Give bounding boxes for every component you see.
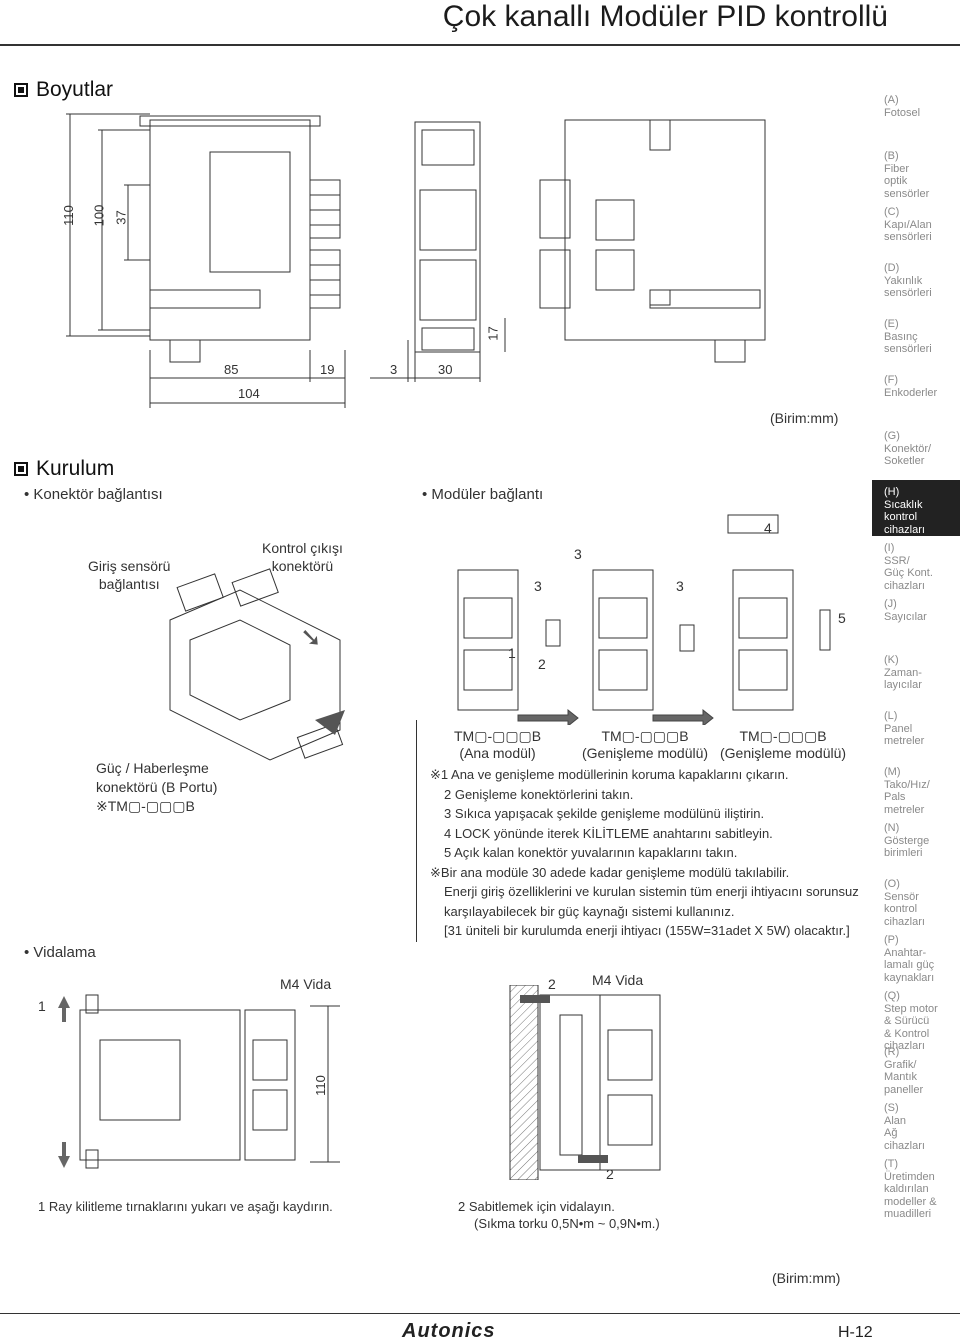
- connector-drawing: [150, 560, 345, 780]
- note-line: Enerji giriş özelliklerini ve kurulan si…: [444, 884, 859, 899]
- sidebar-item[interactable]: (F) Enkoderler: [884, 374, 938, 399]
- note-line: 3 Sıkıca yapışacak şekilde genişleme mod…: [444, 806, 765, 821]
- sidebar-item[interactable]: (D) Yakınlık sensörleri: [884, 262, 932, 299]
- fixing-note-left: 1 Ray kilitleme tırnaklarını yukarı ve a…: [38, 1199, 333, 1214]
- dim-37: 37: [113, 210, 129, 225]
- sidebar-item[interactable]: (E) Basınç sensörleri: [884, 318, 932, 355]
- dim-110: 110: [60, 205, 76, 226]
- fixing-step-2b: 2: [606, 1166, 614, 1182]
- section-installation: Kurulum: [14, 457, 114, 481]
- note-line: ※Bir ana modüle 30 adede kadar genişleme…: [430, 864, 790, 880]
- sidebar-item[interactable]: (J) Sayıcılar: [884, 598, 927, 623]
- note-line: ※1 Ana ve genişleme modüllerinin koruma …: [430, 767, 789, 782]
- step-3c: 3: [676, 578, 684, 594]
- dim-19: 19: [320, 362, 335, 377]
- sidebar-item[interactable]: (R) Grafik/ Mantık paneller: [884, 1046, 924, 1096]
- note-line: karşılayabilecek bir güç kaynağı sistemi…: [444, 903, 735, 919]
- model-note: ※TM▢-▢▢▢B: [96, 798, 195, 814]
- screw-label-right: M4 Vida: [592, 972, 644, 988]
- fixing-note-right-2: (Sıkma torku 0,5N•m ~ 0,9N•m.): [474, 1216, 660, 1231]
- section-title: Boyutlar: [36, 78, 114, 101]
- step-2: 2: [538, 656, 546, 672]
- control-output-label: Kontrol çıkışı konektörü: [262, 540, 343, 574]
- arrow-down-icon: ➘: [300, 622, 322, 652]
- sidebar-item[interactable]: (H) Sıcaklık kontrol cihazları: [872, 480, 960, 536]
- dim-104: 104: [238, 386, 260, 401]
- note-line: 2 Genişleme konektörlerini takın.: [444, 786, 634, 802]
- vertical-divider: [416, 720, 417, 942]
- sidebar-item[interactable]: (N) Gösterge birimleri: [884, 822, 930, 859]
- unit-label-top: (Birim:mm): [770, 410, 839, 426]
- note-line: 4 LOCK yönünde iterek KİLİTLEME anahtarı…: [444, 825, 773, 841]
- step-5: 5: [838, 610, 846, 626]
- sidebar-item[interactable]: (C) Kapı/Alan sensörleri: [884, 206, 932, 243]
- fixing-drawing-left: [58, 990, 350, 1175]
- section-dimensions: Boyutlar: [14, 78, 113, 102]
- modular-drawing: [428, 510, 868, 725]
- dim-30: 30: [438, 362, 453, 377]
- step-4: 4: [764, 520, 772, 536]
- sidebar-item[interactable]: (M) Tako/Hız/ Pals metreler: [884, 766, 930, 816]
- title-rule: [0, 44, 960, 46]
- sidebar-item[interactable]: (O) Sensör kontrol cihazları: [884, 878, 925, 928]
- fixing-drawing-right: [500, 985, 720, 1180]
- fixing-heading: • Vidalama: [24, 944, 96, 961]
- sidebar-item[interactable]: (B) Fiber optik sensörler: [884, 150, 930, 200]
- power-comm-label: Güç / Haberleşme konektörü (B Portu): [96, 760, 218, 795]
- sidebar-item[interactable]: (G) Konektör/ Soketler: [884, 430, 932, 467]
- sidebar-item[interactable]: (T) Üretimden kaldırılan modeller & muad…: [884, 1158, 937, 1220]
- step-3b: 3: [574, 546, 582, 562]
- dim-100: 100: [91, 204, 107, 227]
- fixing-note-right-1: 2 Sabitlemek için vidalayın.: [458, 1199, 615, 1214]
- dimension-drawing: [0, 100, 870, 410]
- section-square-icon: [14, 462, 28, 476]
- sidebar-item[interactable]: (S) Alan Ağ cihazları: [884, 1102, 925, 1152]
- fixing-step-2a: 2: [548, 976, 556, 992]
- modular-notes: ※1 Ana ve genişleme modüllerinin koruma …: [430, 765, 859, 941]
- sidebar-item[interactable]: (K) Zaman- layıcılar: [884, 654, 922, 691]
- sidebar-item[interactable]: (A) Fotosel: [884, 94, 921, 119]
- sidebar-item[interactable]: (L) Panel metreler: [884, 710, 925, 747]
- footer-rule: [0, 1313, 960, 1314]
- dim-85: 85: [224, 362, 239, 377]
- section-square-icon: [14, 83, 28, 97]
- unit-label-bottom: (Birim:mm): [772, 1270, 841, 1286]
- fixing-step-1: 1: [38, 998, 46, 1014]
- modular-heading: • Modüler bağlantı: [422, 486, 544, 503]
- module-expansion-1: TM▢-▢▢▢B (Genişleme modülü): [582, 728, 709, 761]
- note-line: [31 üniteli bir kurulumda enerji ihtiyac…: [444, 923, 850, 938]
- sidebar-item[interactable]: (Q) Step motor & Sürücü & Kontrol cihazl…: [884, 990, 938, 1052]
- page-title: Çok kanallı Modüler PID kontrollü: [442, 0, 888, 33]
- sidebar-item[interactable]: (I) SSR/ Güç Kont. cihazları: [884, 542, 933, 592]
- connector-heading: • Konektör bağlantısı: [24, 486, 163, 503]
- dim-3: 3: [390, 362, 398, 377]
- sidebar-item[interactable]: (P) Anahtar- lamalı güç kaynakları: [884, 934, 935, 984]
- section-title: Kurulum: [36, 457, 115, 480]
- dim-17: 17: [485, 326, 501, 341]
- note-line: 5 Açık kalan konektör yuvalarının kapakl…: [444, 845, 738, 860]
- module-main: TM▢-▢▢▢B (Ana modül): [454, 728, 542, 761]
- input-sensor-label: Giriş sensörü bağlantısı: [88, 558, 171, 592]
- autonics-logo: Autonics: [402, 1320, 496, 1342]
- step-1: 1: [508, 645, 516, 661]
- category-sidebar: (A) Fotosel (B) Fiber optik sensörler (C) …: [872, 88, 960, 1220]
- step-3a: 3: [534, 578, 542, 594]
- module-expansion-2: TM▢-▢▢▢B (Genişleme modülü): [720, 728, 847, 761]
- page-number: H-12: [838, 1324, 873, 1341]
- screw-label-left: M4 Vida: [280, 976, 332, 992]
